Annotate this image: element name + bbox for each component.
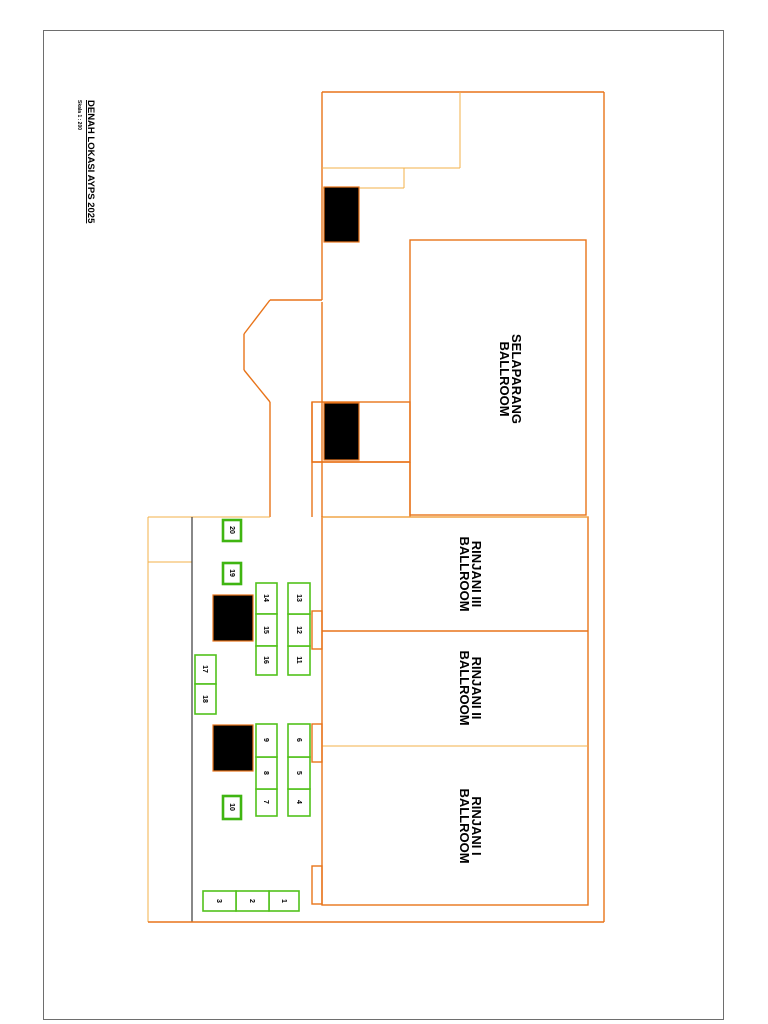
- booth-20[interactable]: 20: [221, 518, 243, 543]
- booth-11[interactable]: 11: [287, 645, 311, 676]
- pillar: [212, 594, 254, 642]
- selaparang-label-1: SELAPARANG: [509, 334, 524, 424]
- booth-14[interactable]: 14: [255, 582, 278, 615]
- svg-text:4: 4: [295, 800, 302, 804]
- svg-text:19: 19: [228, 569, 235, 577]
- svg-text:8: 8: [262, 771, 269, 775]
- pillar: [212, 724, 254, 772]
- booth-13[interactable]: 13: [287, 582, 311, 615]
- booth-15[interactable]: 15: [255, 613, 278, 647]
- rinjani-ballrooms: RINJANI III BALLROOM RINJANI II BALLROOM…: [311, 302, 589, 906]
- svg-text:12: 12: [295, 626, 302, 634]
- pillars: [212, 186, 360, 772]
- svg-text:16: 16: [262, 656, 269, 664]
- booth-5[interactable]: 5: [287, 756, 311, 790]
- svg-text:9: 9: [262, 738, 269, 742]
- rinjani-iii-label-2: BALLROOM: [457, 536, 472, 611]
- booth-10[interactable]: 10: [221, 794, 243, 821]
- booths: 1 2 3 4 5 6 7 8 9 10 11 12 13 14 15 16 1…: [194, 518, 311, 912]
- svg-text:14: 14: [262, 594, 269, 602]
- svg-text:1: 1: [280, 899, 287, 903]
- svg-text:18: 18: [201, 695, 208, 703]
- svg-text:17: 17: [201, 665, 208, 673]
- rinjani-i-label-2: BALLROOM: [457, 788, 472, 863]
- rinjani-i-label-1: RINJANI I: [469, 796, 484, 855]
- booth-9[interactable]: 9: [255, 723, 278, 758]
- booth-7[interactable]: 7: [255, 788, 278, 817]
- booth-3[interactable]: 3: [202, 890, 237, 912]
- booth-4[interactable]: 4: [287, 788, 311, 817]
- rinjani-ii-ballroom: RINJANI II BALLROOM: [457, 650, 484, 725]
- selaparang-label-2: BALLROOM: [497, 341, 512, 416]
- plan-scale: Skala 1 : 200: [76, 100, 82, 130]
- booth-12[interactable]: 12: [287, 613, 311, 647]
- plan-title: DENAH LOKASI AYPS 2025: [85, 100, 96, 224]
- svg-text:10: 10: [228, 803, 235, 811]
- rinjani-i-ballroom: RINJANI I BALLROOM: [457, 788, 484, 863]
- svg-text:5: 5: [295, 771, 302, 775]
- rinjani-ii-label-2: BALLROOM: [457, 650, 472, 725]
- booth-6[interactable]: 6: [287, 723, 311, 758]
- svg-text:11: 11: [295, 656, 302, 664]
- page-frame: [43, 30, 724, 1020]
- booth-8[interactable]: 8: [255, 756, 278, 790]
- svg-text:7: 7: [262, 800, 269, 804]
- svg-text:2: 2: [248, 899, 255, 903]
- title-block: DENAH LOKASI AYPS 2025 Skala 1 : 200: [76, 100, 96, 224]
- building-outline: [147, 91, 605, 923]
- booth-17[interactable]: 17: [194, 654, 217, 685]
- svg-text:15: 15: [262, 626, 269, 634]
- svg-text:13: 13: [295, 594, 302, 602]
- svg-text:6: 6: [295, 738, 302, 742]
- booth-16[interactable]: 16: [255, 645, 278, 676]
- pillar: [323, 186, 360, 243]
- rinjani-iii-label-1: RINJANI III: [469, 541, 484, 607]
- rinjani-iii-ballroom: RINJANI III BALLROOM: [457, 536, 484, 611]
- selaparang-ballroom: SELAPARANG BALLROOM: [311, 239, 587, 517]
- svg-text:3: 3: [215, 899, 222, 903]
- booth-1[interactable]: 1: [268, 890, 300, 912]
- pillar: [323, 402, 360, 461]
- rinjani-ii-label-1: RINJANI II: [469, 657, 484, 720]
- booth-19[interactable]: 19: [221, 561, 243, 586]
- booth-2[interactable]: 2: [235, 890, 270, 912]
- svg-text:20: 20: [228, 526, 235, 534]
- booth-18[interactable]: 18: [194, 683, 217, 715]
